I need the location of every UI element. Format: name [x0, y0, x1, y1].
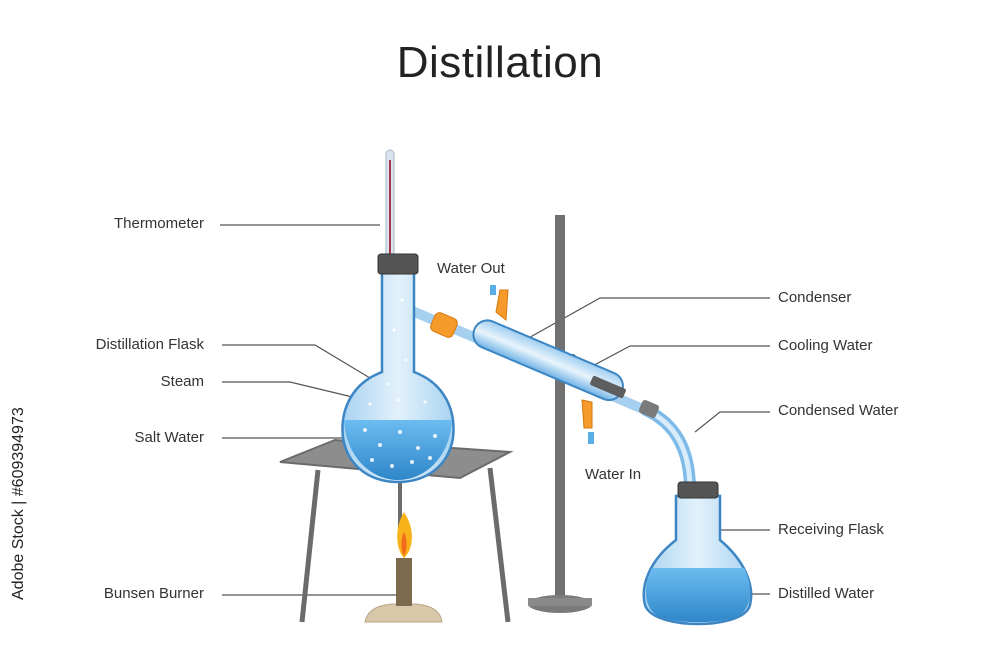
label-cooling-water: Cooling Water	[778, 337, 873, 354]
leader-condenser	[524, 297, 770, 341]
diagram-title: Distillation	[396, 38, 604, 87]
bunsen-burner	[364, 512, 443, 623]
label-condenser: Condenser	[778, 289, 852, 306]
condenser	[405, 285, 655, 444]
label-bunsen-burner: Bunsen Burner	[103, 585, 204, 602]
label-condensed-water: Condensed Water	[778, 402, 899, 419]
label-receiving-flask: Receiving Flask	[778, 521, 884, 538]
label-distillation-flask: Distillation Flask	[95, 336, 204, 353]
receiving-flask	[642, 481, 753, 626]
label-distilled-water: Distilled Water	[778, 585, 875, 602]
label-thermometer: Thermometer	[113, 215, 204, 232]
label-water-out: Water Out	[437, 260, 505, 277]
stock-watermark: Adobe Stock | #609394973	[10, 407, 27, 600]
leader-distillation-flask	[222, 344, 371, 379]
distillation-flask	[341, 253, 455, 484]
retort-stand	[528, 215, 592, 613]
label-steam: Steam	[160, 373, 204, 390]
leader-condensed-water	[694, 411, 770, 433]
leader-steam	[222, 381, 366, 401]
delivery-tube	[638, 399, 696, 496]
leader-cooling-water	[584, 345, 770, 371]
steam-bubbles	[363, 298, 437, 468]
label-water-in: Water In	[585, 466, 642, 483]
label-salt-water: Salt Water	[134, 429, 204, 446]
